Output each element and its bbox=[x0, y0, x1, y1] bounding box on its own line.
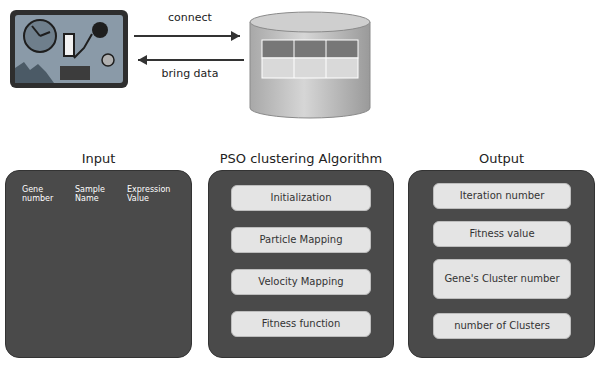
table-header-cell: Expression Value bbox=[127, 185, 176, 203]
panel-heading: PSO clustering Algorithm bbox=[209, 152, 393, 171]
panel-heading: Output bbox=[409, 152, 594, 171]
process-box: Velocity Mapping bbox=[231, 269, 371, 295]
box-label: number of Clusters bbox=[450, 318, 554, 334]
data-arrow bbox=[134, 35, 240, 37]
box-label: Fitness function bbox=[258, 316, 345, 332]
output-box: number of Clusters bbox=[433, 313, 571, 339]
algorithm-panel: PSO clustering AlgorithmInitializationPa… bbox=[208, 170, 394, 358]
arrow-head bbox=[138, 55, 147, 65]
computer-illustration bbox=[10, 10, 128, 88]
box-label: Gene's Cluster number bbox=[440, 271, 563, 287]
box-label: Initialization bbox=[267, 190, 336, 206]
arrow-head bbox=[231, 31, 240, 41]
box-label: Velocity Mapping bbox=[254, 274, 347, 290]
arrow-label: bring data bbox=[150, 68, 230, 81]
data-arrow bbox=[138, 59, 244, 61]
output-panel: OutputIteration numberFitness valueGene'… bbox=[408, 170, 595, 358]
output-box: Iteration number bbox=[433, 183, 571, 209]
panel-heading: Input bbox=[6, 152, 191, 171]
output-box: Gene's Cluster number bbox=[433, 259, 571, 299]
table-header-cell: Sample Name bbox=[75, 185, 124, 203]
box-label: Fitness value bbox=[465, 226, 538, 242]
database-cylinder bbox=[250, 12, 370, 118]
table-header-cell: Gene number bbox=[22, 185, 71, 203]
process-box: Particle Mapping bbox=[231, 227, 371, 253]
box-label: Iteration number bbox=[456, 188, 549, 204]
output-box: Fitness value bbox=[433, 221, 571, 247]
arrow-label: connect bbox=[150, 12, 230, 25]
process-box: Initialization bbox=[231, 185, 371, 211]
box-label: Particle Mapping bbox=[255, 232, 346, 248]
process-box: Fitness function bbox=[231, 311, 371, 337]
